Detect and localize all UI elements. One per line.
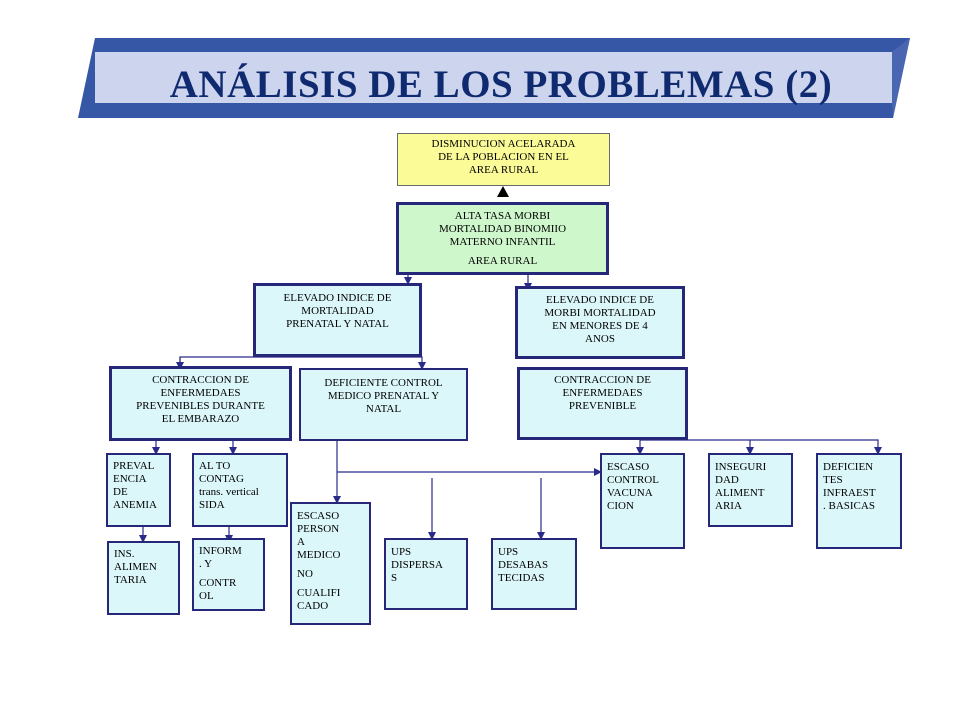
node-line: OL	[199, 590, 214, 602]
node-inseguridad-alimentaria: INSEGURI DAD ALIMENT ARIA	[708, 453, 793, 527]
node-line: PREVENIBLE	[568, 400, 637, 412]
node-line: PREVAL	[113, 460, 155, 472]
node-escaso-personal-medico: ESCASO PERSON A MEDICO NO CUALIFI CADO	[290, 502, 371, 625]
node-ins-alimentaria: INS. ALIMEN TARIA	[107, 541, 180, 615]
node-line: AREA RURAL	[468, 164, 539, 176]
node-escaso-control-vacunacion: ESCASO CONTROL VACUNA CION	[600, 453, 685, 549]
node-line: AREA RURAL	[467, 255, 538, 267]
node-line: CADO	[297, 600, 329, 612]
node-line: ENFERMEDAES	[562, 387, 643, 399]
node-line: A	[297, 536, 305, 548]
node-line: MORTALIDAD BINOMIIO	[438, 223, 567, 235]
node-line: AL TO	[199, 460, 231, 472]
node-alto-contagio-sida: AL TO CONTAG trans. vertical SIDA	[192, 453, 288, 527]
banner-face	[95, 52, 892, 103]
node-line: ESCASO	[297, 510, 340, 522]
node-line: INS.	[114, 548, 135, 560]
up-arrow-icon	[497, 186, 509, 197]
node-line: PERSON	[297, 523, 340, 535]
node-line: MEDICO	[297, 549, 341, 561]
node-line: DESABAS	[498, 559, 549, 571]
node-deficiente-control-medico: DEFICIENTE CONTROL MEDICO PRENATAL Y NAT…	[299, 368, 468, 441]
node-line: ENFERMEDAES	[160, 387, 241, 399]
node-line: UPS	[498, 546, 519, 558]
node-line: DISMINUCION ACELARADA	[431, 138, 576, 150]
node-line: ANOS	[585, 333, 615, 345]
node-line: DEFICIEN	[823, 461, 874, 473]
node-line: ALTA TASA MORBI	[454, 210, 551, 222]
node-line: TARIA	[114, 574, 147, 586]
node-line: PRENATAL Y NATAL	[286, 318, 389, 330]
node-line: TES	[823, 474, 843, 486]
node-line: DAD	[715, 474, 739, 486]
title-banner	[78, 38, 910, 118]
node-elevado-morbi-menores: ELEVADO INDICE DE MORBI MORTALIDAD EN ME…	[515, 286, 685, 359]
connector	[640, 439, 882, 455]
node-contraccion-embarazo: CONTRACCION DE ENFERMEDAES PREVENIBLES D…	[109, 366, 292, 441]
node-disminucion-poblacion: DISMINUCION ACELARADA DE LA POBLACION EN…	[397, 133, 610, 186]
node-line: SIDA	[199, 499, 225, 511]
node-line: ELEVADO INDICE DE	[283, 292, 392, 304]
node-elevado-mortalidad-prenatal: ELEVADO INDICE DE MORTALIDAD PRENATAL Y …	[253, 283, 422, 357]
node-line: . Y	[199, 558, 213, 570]
node-line: DE	[113, 486, 128, 498]
node-line: ANEMIA	[113, 499, 157, 511]
page-title: ANÁLISIS DE LOS PROBLEMAS (2)	[169, 63, 833, 106]
node-ups-dispersas: UPS DISPERSA S	[384, 538, 468, 610]
node-line: trans. vertical	[199, 486, 259, 498]
node-line: CONTAG	[199, 473, 244, 485]
node-line: CUALIFI	[297, 587, 341, 599]
node-line: S	[391, 572, 398, 584]
node-line: ARIA	[715, 500, 742, 512]
node-line: DE LA POBLACION EN EL	[438, 151, 569, 163]
node-line: CONTR	[199, 577, 237, 589]
node-line: UPS	[391, 546, 412, 558]
node-line: CONTRACCION DE	[152, 374, 249, 386]
node-line: MORBI MORTALIDAD	[544, 307, 656, 319]
node-line: MATERNO INFANTIL	[449, 236, 556, 248]
node-line: EN MENORES DE 4	[552, 320, 648, 332]
node-line: DISPERSA	[391, 559, 443, 571]
node-line: ELEVADO INDICE DE	[546, 294, 654, 306]
node-prevalencia-anemia: PREVAL ENCIA DE ANEMIA	[106, 453, 171, 527]
banner-right-shade	[892, 38, 910, 118]
node-line: DEFICIENTE CONTROL	[324, 377, 443, 389]
node-alta-tasa-morbi: ALTA TASA MORBI MORTALIDAD BINOMIIO MATE…	[396, 202, 609, 275]
node-ups-desabastecidas: UPS DESABAS TECIDAS	[491, 538, 577, 610]
node-line: NATAL	[365, 403, 402, 415]
node-line: INSEGURI	[715, 461, 767, 473]
node-line: CONTROL	[607, 474, 659, 486]
node-line: CONTRACCION DE	[554, 374, 651, 386]
node-inform-control: INFORM . Y CONTR OL	[192, 538, 265, 611]
node-line: ENCIA	[113, 473, 147, 485]
node-line: TECIDAS	[498, 572, 545, 584]
node-line: ALIMENT	[715, 487, 765, 499]
node-line: ALIMEN	[114, 561, 157, 573]
node-line: . BASICAS	[823, 500, 875, 512]
node-line: ESCASO	[607, 461, 650, 473]
node-line: INFORM	[199, 545, 242, 557]
node-line: PREVENIBLES DURANTE	[136, 400, 265, 412]
node-line: MEDICO PRENATAL Y	[327, 390, 440, 402]
node-line: CION	[607, 500, 634, 512]
node-deficientes-infraestructuras: DEFICIEN TES INFRAEST . BASICAS	[816, 453, 902, 549]
node-line: EL EMBARAZO	[161, 413, 240, 425]
node-line: VACUNA	[607, 487, 653, 499]
node-line: MORTALIDAD	[301, 305, 374, 317]
node-contraccion-prevenible: CONTRACCION DE ENFERMEDAES PREVENIBLE	[517, 367, 688, 440]
node-line: INFRAEST	[823, 487, 876, 499]
node-line: NO	[297, 568, 313, 580]
